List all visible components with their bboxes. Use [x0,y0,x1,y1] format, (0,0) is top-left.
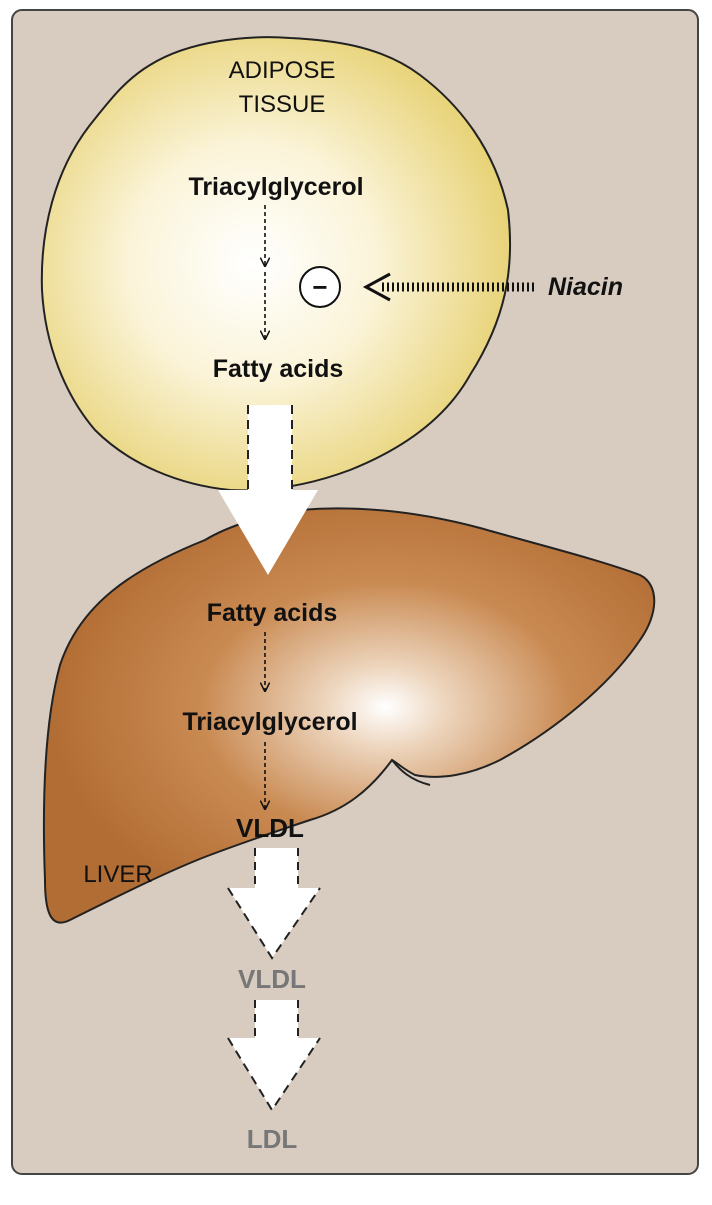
adipose-label-line2: TISSUE [239,91,326,118]
adipose-fatty-acids-label: Fatty acids [213,355,344,383]
circulating-vldl-label: VLDL [238,964,306,994]
niacin-inhibition-arrow [362,272,536,302]
transport-arrow-adipose-to-liver [218,405,318,575]
adipose-tissue-shape [40,36,512,492]
liver-lobe-line [391,759,431,786]
transport-arrow-liver-to-blood [227,848,321,960]
niacin-label: Niacin [548,273,623,301]
liver-triacylglycerol-label: Triacylglycerol [182,708,357,736]
liver-shape [42,507,656,924]
liver-vldl-label: VLDL [236,813,304,843]
adipose-label-line1: ADIPOSE [229,57,336,84]
inhibition-minus-icon: − [312,272,327,302]
adipose-triacylglycerol-label: Triacylglycerol [188,173,363,201]
inhibition-symbol: − [299,266,341,308]
conversion-arrow-vldl-to-ldl [227,1000,321,1112]
liver-fatty-acids-label: Fatty acids [207,599,338,627]
ldl-label: LDL [247,1124,298,1154]
liver-label: LIVER [83,861,152,888]
